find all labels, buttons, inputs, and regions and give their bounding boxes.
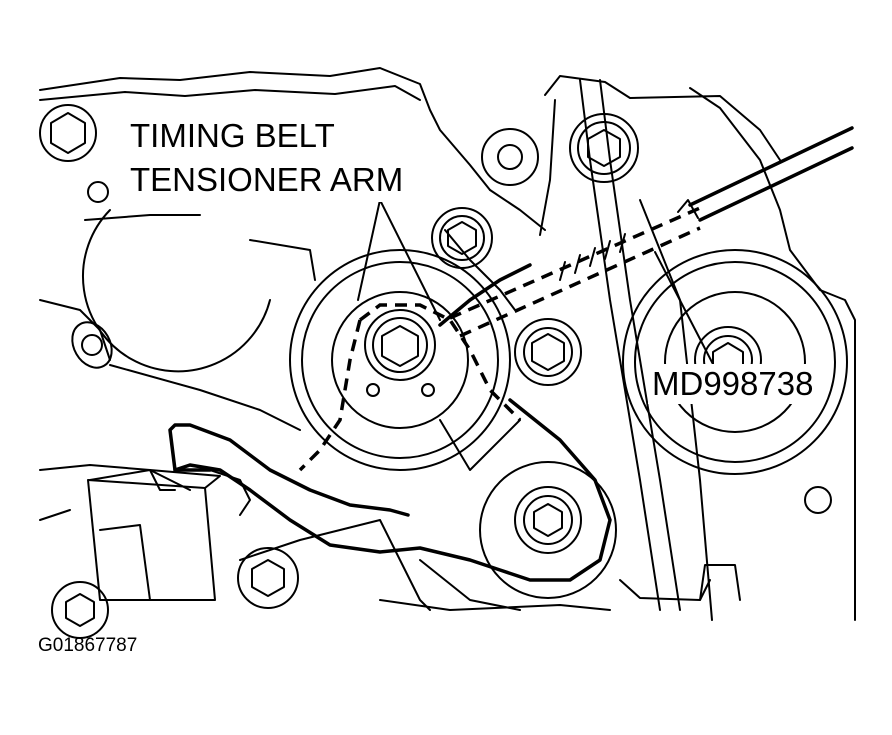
lower-pulley [479,461,617,599]
tensioner-arm-label-line1: TIMING BELT [130,117,335,154]
timing-belt [168,263,612,582]
idler-pulley [622,249,848,475]
tensioner-arm-hidden [298,303,522,472]
engine-housing [39,67,856,621]
left-connector [87,469,251,601]
tensioner-arm-label-line2: TENSIONER ARM [130,161,404,198]
special-tool [449,126,854,338]
left-cover [81,209,316,373]
special-tool-label: MD998738 [648,364,818,404]
tensioner-pulley [289,249,511,471]
tensioner-arm-label: TIMING BELT TENSIONER ARM [126,114,408,202]
figure-id: G01867787 [38,635,138,656]
leader-lines [357,199,716,369]
bolt-top-left [39,104,97,162]
bolts [51,113,639,639]
bosses [71,128,832,514]
